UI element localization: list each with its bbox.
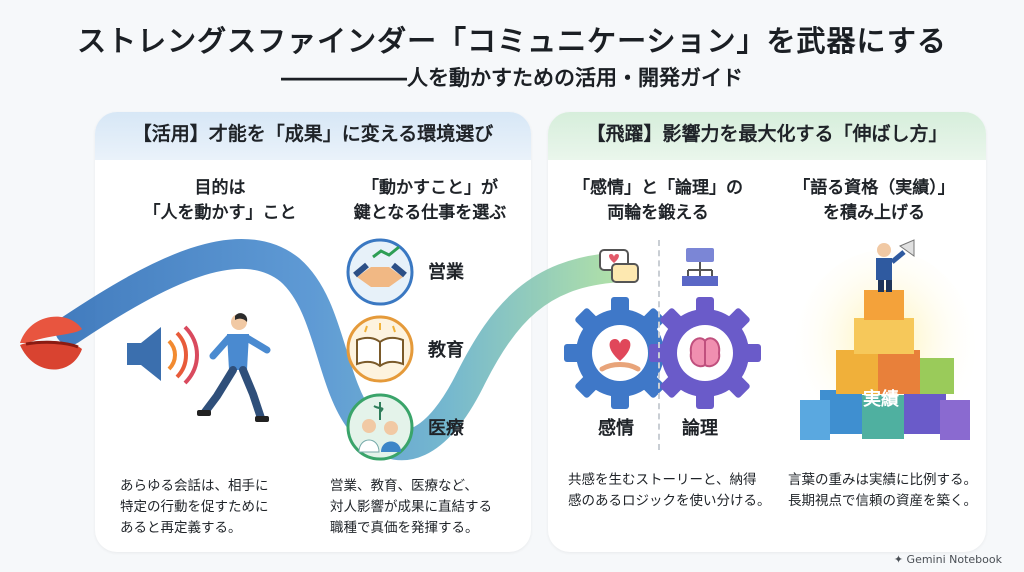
book-icon [346,315,414,383]
block-label: 実績 [863,389,899,410]
watermark: ✦ Gemini Notebook [894,553,1002,566]
panel-utilization: 【活用】才能を「成果」に変える環境選び [95,112,531,552]
sparkle-icon: ✦ [893,553,904,566]
job-label-sales: 営業 [428,262,464,283]
gear-divider [658,240,660,450]
job-selection-description: 営業、教育、医療など、 対人影響が成果に直結する 職種で真価を発揮する。 [330,478,492,536]
watermark-text: Gemini Notebook [906,553,1002,566]
handshake-icon [346,238,414,306]
credibility-title: 「語る資格（実績）」 を積み上げる [793,178,955,223]
emotion-logic-description: 共感を生むストーリーと、納得 感のあるロジックを使い分ける。 [568,472,771,509]
flowchart-icon [682,248,718,286]
job-label-education: 教育 [428,340,464,361]
logic-gear-icon [649,297,761,409]
page-title: ストレングスファインダー「コミュニケーション」を武器にする [77,24,947,58]
mouth-icon [20,316,82,370]
running-person-icon [197,313,271,422]
emotion-logic-title: 「感情」と「論理」の 両輪を鍛える [573,178,743,223]
job-selection-title: 「動かすこと」が 鍵となる仕事を選ぶ [353,178,507,223]
panel-heading-growth: 【飛躍】影響力を最大化する「伸ばし方」 [548,112,986,160]
speaker-icon [127,325,199,385]
podium-blocks-icon [795,239,975,450]
credibility-description: 言葉の重みは実績に比例する。 長期視点で信頼の資産を築く。 [788,472,977,509]
purpose-description: あらゆる会話は、相手に 特定の行動を促すために あると再定義する。 [120,478,269,536]
purpose-title: 目的は 「人を動かす」こと [143,178,297,223]
panel-heading-utilization: 【活用】才能を「成果」に変える環境選び [95,112,531,160]
page-subtitle: ――――――人を動かすための活用・開発ガイド [281,66,743,90]
chat-heart-icon [599,249,639,283]
gear-label-logic: 論理 [682,418,718,439]
medical-icon [346,393,414,461]
gear-label-emotion: 感情 [598,418,634,439]
job-label-medical: 医療 [428,418,464,439]
